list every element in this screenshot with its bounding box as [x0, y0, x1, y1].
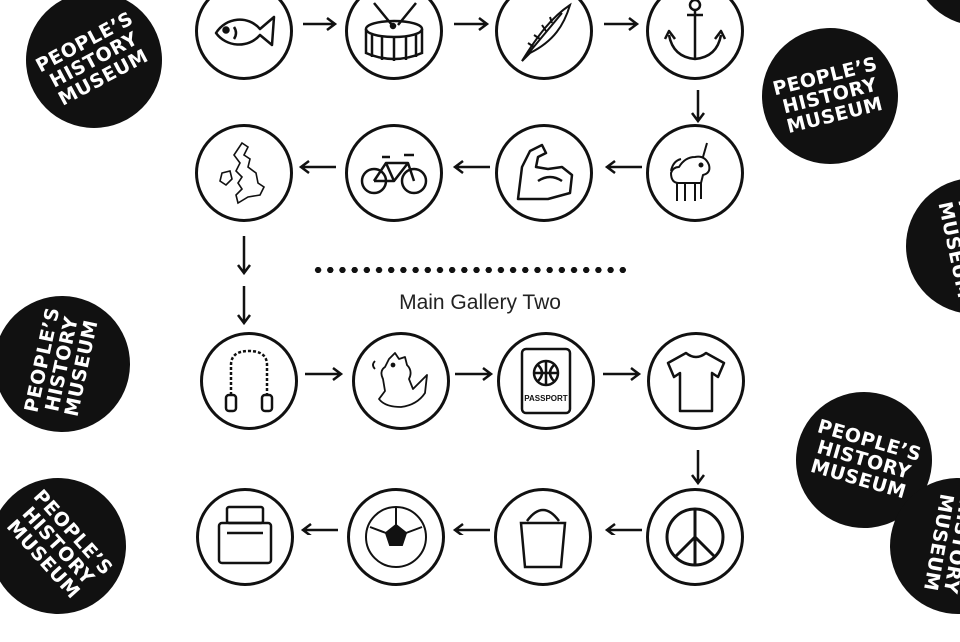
- dotted-divider: [312, 266, 630, 274]
- cash-register-icon: [217, 505, 273, 565]
- flexed-arm-icon: [516, 143, 574, 201]
- unicorn-icon: [670, 142, 711, 201]
- passport-icon: PASSPORT: [520, 347, 572, 415]
- trail-stop-football: [347, 488, 445, 586]
- trail-stop-bucket: [494, 488, 592, 586]
- trail-stop-flexed-arm: [495, 124, 593, 222]
- trail-stop-britain-map: [195, 124, 293, 222]
- peace-symbol-icon: [665, 507, 725, 567]
- trail-stop-fish: [195, 0, 293, 80]
- quill-feather-icon: [521, 2, 572, 62]
- drum-icon: [364, 2, 424, 61]
- skipping-rope-icon: [224, 349, 274, 413]
- trail-stop-skipping-rope: [200, 332, 298, 430]
- trail-stop-tshirt: [647, 332, 745, 430]
- football-icon: [365, 506, 427, 568]
- britain-map-icon: [219, 141, 266, 205]
- dragon-icon: [372, 352, 428, 408]
- tshirt-icon: [666, 351, 726, 413]
- trail-stop-passport: PASSPORT: [497, 332, 595, 430]
- trail-stop-dragon: [352, 332, 450, 430]
- bicycle-icon: [360, 153, 428, 195]
- bucket-icon: [519, 508, 567, 569]
- trail-stop-quill: [495, 0, 593, 80]
- anchor-icon: [663, 0, 727, 61]
- section-title: Main Gallery Two: [399, 291, 561, 314]
- trail-stop-unicorn: [646, 124, 744, 222]
- passport-label: PASSPORT: [524, 394, 568, 403]
- trail-stop-drum: [345, 0, 443, 80]
- fish-icon: [214, 15, 276, 47]
- trail-stop-cash-register: [196, 488, 294, 586]
- trail-stop-bicycle: [345, 124, 443, 222]
- trail-stop-anchor: [646, 0, 744, 80]
- trail-stop-peace-symbol: [646, 488, 744, 586]
